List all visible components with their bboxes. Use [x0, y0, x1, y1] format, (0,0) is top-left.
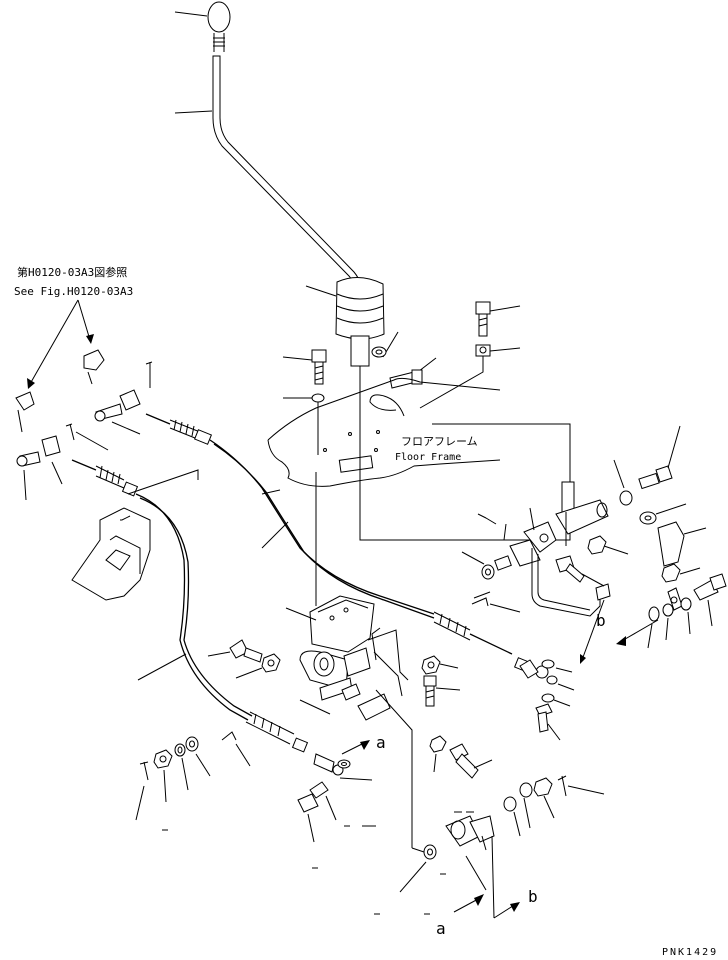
- bolt: [555, 555, 605, 587]
- cable-end: [519, 659, 575, 741]
- connector-a-upper: a: [341, 733, 386, 755]
- hardware-stack: [135, 736, 376, 869]
- bolt: [389, 369, 423, 389]
- washer: [613, 459, 633, 506]
- connector-a-lower: a: [436, 855, 487, 938]
- connector-label-a-lower: a: [436, 919, 446, 938]
- washer: [371, 346, 387, 358]
- floor-frame: フロアフレーム Floor Frame: [267, 377, 571, 541]
- reference-note-en: See Fig.H0120-03A3: [14, 285, 133, 298]
- hex-nut: [421, 655, 459, 675]
- washer: [639, 503, 687, 525]
- washer: [337, 759, 351, 769]
- bolt: [693, 573, 727, 627]
- lever-arm: [555, 481, 609, 546]
- spring-clip: [471, 591, 521, 613]
- floor-frame-label-en: Floor Frame: [395, 452, 461, 463]
- leader-lines: [174, 11, 521, 399]
- washer: [647, 597, 692, 649]
- shift-lever: [207, 1, 385, 440]
- connector-b-lower: b: [493, 887, 538, 919]
- connector-label-b-right: b: [596, 611, 606, 630]
- hex-nut: [533, 777, 555, 819]
- hex-nut: [429, 735, 447, 773]
- hex-nut: [235, 653, 281, 679]
- control-cable: [145, 413, 549, 679]
- connector-label-b-lower: b: [528, 887, 538, 906]
- cable-bracket: [71, 507, 151, 601]
- bolt: [311, 349, 327, 455]
- pivot-bracket: [523, 507, 611, 664]
- spring-clip: [557, 775, 605, 797]
- washer: [461, 551, 495, 580]
- drawing-code: PNK1429: [662, 947, 718, 958]
- cable-clip: [221, 731, 251, 767]
- reference-note: 第H0120-03A3図参照 See Fig.H0120-03A3: [14, 265, 133, 389]
- bolt: [449, 743, 493, 779]
- bolt: [423, 675, 461, 707]
- connector-b-right: b: [596, 611, 606, 630]
- bolt: [207, 639, 263, 663]
- hex-nut: [587, 535, 629, 555]
- cable-clip: [15, 349, 153, 501]
- floor-frame-label-jp: フロアフレーム: [401, 435, 478, 448]
- bolt: [419, 301, 491, 409]
- bolt: [638, 425, 681, 490]
- elbow-joint: [657, 521, 707, 567]
- pivot-pin: [477, 513, 541, 571]
- reference-note-jp: 第H0120-03A3図参照: [17, 265, 127, 279]
- swivel-joint: [440, 811, 495, 919]
- hex-nut: [661, 563, 701, 583]
- washer: [503, 782, 533, 837]
- control-cable: [71, 459, 344, 776]
- lever-bracket: [299, 472, 425, 853]
- washer: [399, 844, 437, 893]
- connector-label-a-upper: a: [376, 733, 386, 752]
